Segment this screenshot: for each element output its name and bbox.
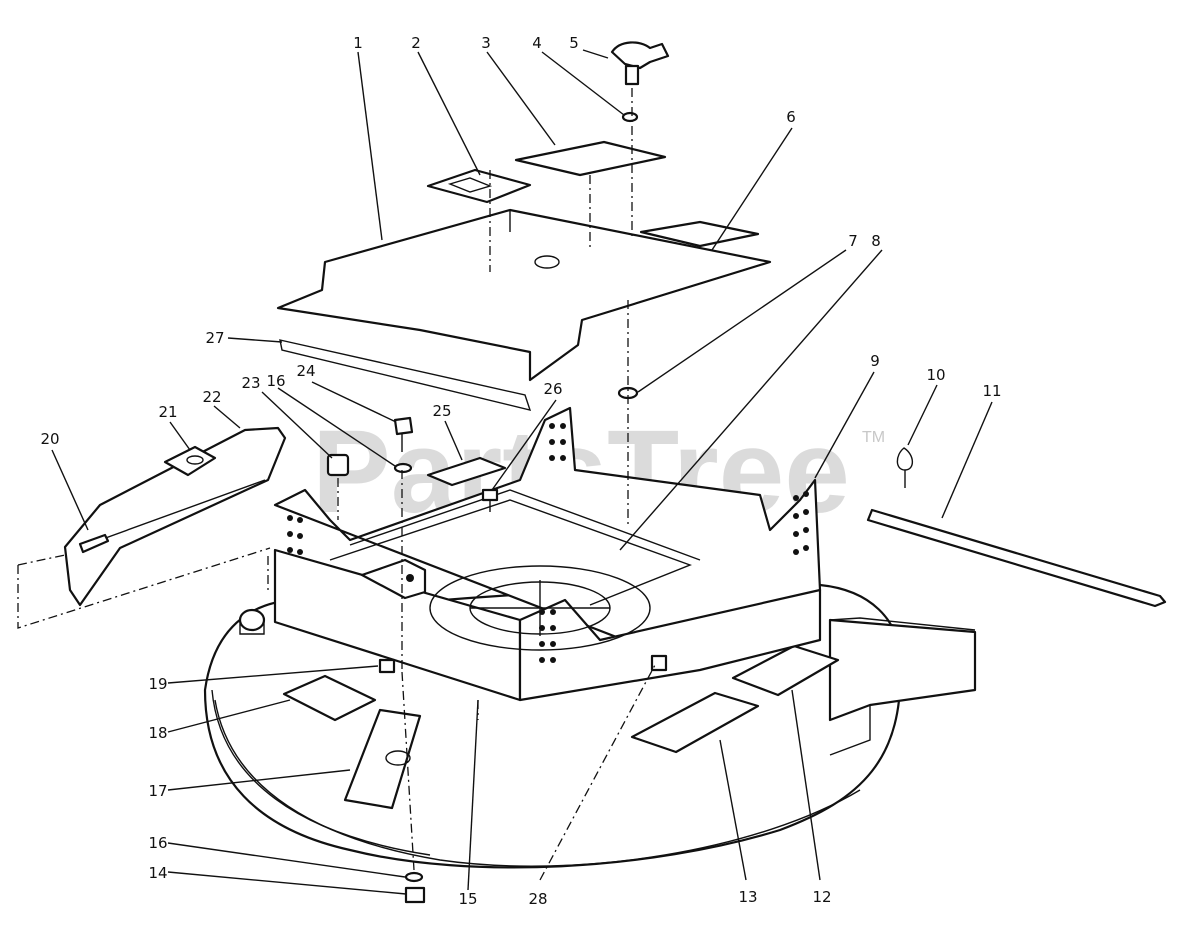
callout-13: 13 [738, 888, 757, 906]
side-mount-holes-right [793, 491, 809, 555]
spacer-23 [326, 453, 350, 477]
decal-18 [282, 674, 377, 722]
callout-10: 10 [926, 366, 945, 384]
callout-14: 14 [148, 864, 167, 882]
decal-13 [630, 691, 760, 754]
top-cover [276, 208, 772, 411]
callout-20: 20 [40, 430, 59, 448]
callout-21: 21 [158, 403, 177, 421]
callout-6: 6 [786, 108, 796, 126]
callout-9: 9 [870, 352, 880, 370]
callout-16-upper: 16 [266, 372, 285, 390]
baffle-plate-17 [343, 708, 422, 810]
callout-11: 11 [982, 382, 1001, 400]
cover-decal-6 [639, 220, 760, 248]
hinge-rod-11 [866, 508, 1167, 608]
side-mount-holes-left [287, 515, 303, 555]
bolt-24 [393, 416, 414, 452]
callout-18: 18 [148, 724, 167, 742]
hairpin-cotter-10 [896, 447, 914, 488]
callout-28: 28 [528, 890, 547, 908]
guard-bracket-21 [163, 445, 217, 477]
leader-lines [51, 49, 993, 895]
decal-25 [426, 456, 507, 487]
callout-17: 17 [148, 782, 167, 800]
cover-decal-3 [514, 140, 667, 177]
callout-15: 15 [458, 890, 477, 908]
callout-5: 5 [569, 34, 579, 52]
side-mount-holes-mid [539, 423, 566, 663]
washer-16-lower [404, 871, 424, 883]
callout-23: 23 [241, 374, 260, 392]
callout-25: 25 [432, 402, 451, 420]
callout-4: 4 [532, 34, 542, 52]
washer-16-upper [393, 462, 413, 474]
decal-12 [731, 644, 840, 697]
callout-22: 22 [202, 388, 221, 406]
torsion-spring-20 [78, 533, 110, 554]
blower-housing [273, 406, 822, 702]
callout-8: 8 [871, 232, 881, 250]
nut-14 [404, 886, 426, 904]
lock-washer [621, 111, 639, 123]
callout-24: 24 [296, 362, 315, 380]
bracket-28 [650, 654, 668, 672]
callout-19: 19 [148, 675, 167, 693]
discharge-guard [63, 426, 287, 607]
callout-27: 27 [205, 329, 224, 347]
wing-knob [610, 41, 670, 86]
bolt-26 [481, 488, 499, 512]
callout-2: 2 [411, 34, 421, 52]
callout-16-lower: 16 [148, 834, 167, 852]
brand-plate [426, 168, 532, 204]
watermark-trademark: TM [862, 429, 885, 446]
callout-1: 1 [353, 34, 363, 52]
callout-7: 7 [848, 232, 858, 250]
callout-3: 3 [481, 34, 491, 52]
callout-26: 26 [543, 380, 562, 398]
nut-19 [378, 658, 396, 674]
callout-12: 12 [812, 888, 831, 906]
callout-labels: 1 2 3 4 5 6 7 8 9 10 11 27 24 26 23 16 2… [40, 34, 1001, 908]
